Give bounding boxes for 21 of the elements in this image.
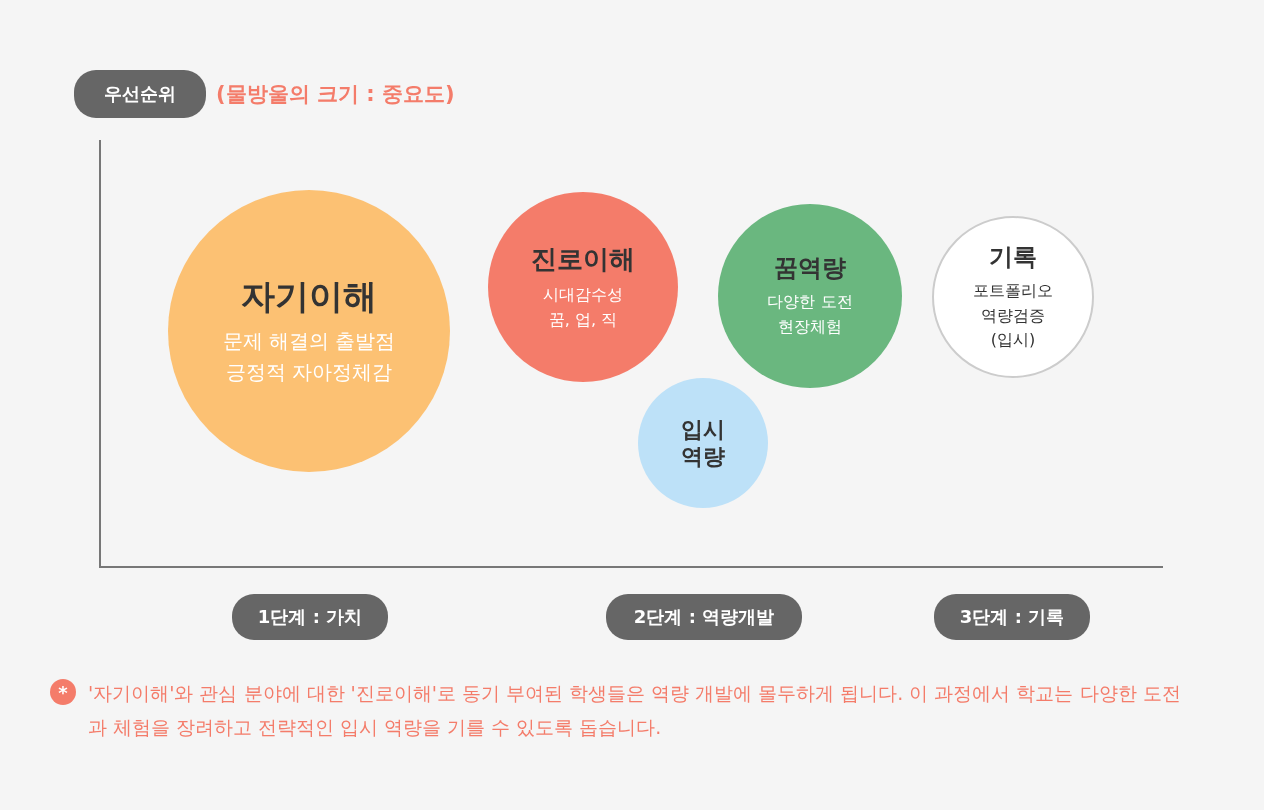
stage-badge: 3단계 : 기록: [934, 594, 1090, 640]
bubble-title: 기록: [989, 241, 1037, 273]
asterisk-icon: *: [50, 679, 76, 705]
bubble-text: 포트폴리오: [973, 279, 1053, 302]
bubble-title: 진로이해: [531, 242, 635, 276]
footnote: '자기이해'와 관심 분야에 대한 '진로이해'로 동기 부여된 학생들은 역량 개발에 몰두하게 됩니다. 이 과정에서 학교는 다양한 도전과 체험을 장려하고 전략적인 입시 역량을 기를 수 있도록 돕습니다.: [88, 681, 1182, 741]
legend-note: (물방울의 크기 : 중요도): [216, 81, 456, 108]
bubble-text: 역량검증: [981, 304, 1045, 327]
bubble-text: 시대감수성: [543, 283, 623, 306]
bubble-text: 다양한 도전: [767, 291, 853, 314]
stage-badge: 2단계 : 역량개발: [606, 594, 802, 640]
bubble-title: 꿈역량: [774, 253, 846, 285]
bubble-text: 문제 해결의 출발점: [222, 328, 396, 355]
stage-badge: 1단계 : 가치: [232, 594, 388, 640]
bubble-text: (입시): [990, 329, 1036, 352]
bubble-title: 자기이해: [241, 275, 377, 318]
bubble-text: 꿈, 업, 직: [548, 308, 618, 331]
bubble-text: 긍정적 자아정체감: [225, 359, 393, 386]
bubble-text: 현장체험: [778, 316, 842, 338]
priority-badge: 우선순위: [74, 70, 206, 118]
bubble-title: 입시 역량: [680, 415, 726, 471]
